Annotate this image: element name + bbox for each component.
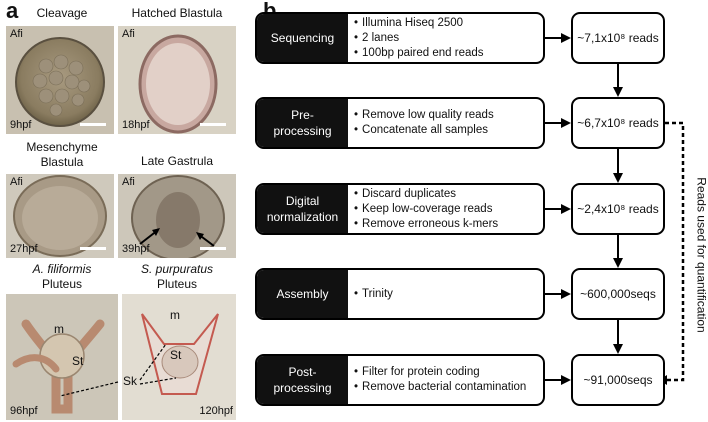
scale-bar-1 [80,123,106,126]
pluteus-species-spu: S. purpuratus [140,262,214,276]
time-tag-2: 18hpf [122,119,150,131]
image-label-mesenchyme-blastula: Mesenchyme Blastula [26,140,98,169]
step-label-postprocessing: Post- processing [257,356,348,404]
image-label-hatched-blastula: Hatched Blastula [131,6,223,20]
bullet-item: Remove low quality reads [354,108,494,123]
step-bullets-preprocessing: Remove low quality reads Concatenate all… [348,99,494,147]
reads-box-assembly: ~600,000seqs [571,268,665,320]
step-postprocessing: Post- processing Filter for protein codi… [255,354,545,406]
species-tag-4: Afi [122,176,135,188]
time-tag-5: 96hpf [10,405,38,417]
bullet-item: Trinity [354,287,393,302]
scale-bar-3 [80,247,106,250]
step-bullets-digital-normalization: Discard duplicates Keep low-coverage rea… [348,185,498,233]
step-bullets-sequencing: Illumina Hiseq 2500 2 lanes 100bp paired… [348,14,484,62]
step-label-digital-normalization: Digital normalization [257,185,348,233]
step-bullets-assembly: Trinity [348,270,393,318]
step-label-sequencing: Sequencing [257,14,348,62]
bullet-item: Illumina Hiseq 2500 [354,16,484,31]
step-sequencing: Sequencing Illumina Hiseq 2500 2 lanes 1… [255,12,545,64]
pluteus-stage-spu: Pluteus [156,277,198,291]
micrograph-late-gastrula: Afi 39hpf [118,174,236,258]
pluteus-species-afi: A. filiformis [32,262,92,276]
time-tag-4: 39hpf [122,243,150,255]
image-label-cleavage: Cleavage [36,6,88,20]
micrograph-cleavage: Afi 9hpf [6,26,114,134]
quantification-label: Reads used for quantification [692,120,708,390]
structure-m-spu: m [170,308,180,322]
pipeline-flowchart: Sequencing Illumina Hiseq 2500 2 lanes 1… [255,0,708,422]
step-label-assembly: Assembly [257,270,348,318]
step-bullets-postprocessing: Filter for protein coding Remove bacteri… [348,356,526,404]
bullet-item: Keep low-coverage reads [354,202,498,217]
micrograph-hatched-blastula: Afi 18hpf [118,26,236,134]
species-tag-1: Afi [10,28,23,40]
pluteus-label-afi: A. filiformis Pluteus [6,262,118,292]
micrograph-pluteus-afi: m St 96hpf [6,294,118,420]
bullet-item: Concatenate all samples [354,123,494,138]
structure-m-afi: m [54,322,64,336]
scale-bar-4 [200,247,226,250]
structure-sk-label: Sk [122,374,139,388]
bullet-item: Filter for protein coding [354,365,526,380]
quantification-dashed-path [665,121,685,382]
time-tag-3: 27hpf [10,243,38,255]
time-tag-1: 9hpf [10,119,32,131]
quantification-label-text: Reads used for quantification [695,177,708,333]
step-digital-normalization: Digital normalization Discard duplicates… [255,183,545,235]
micrograph-mesenchyme-blastula: Afi 27hpf [6,174,114,258]
pluteus-stage-afi: Pluteus [41,277,83,291]
step-assembly: Assembly Trinity [255,268,545,320]
bullet-item: Discard duplicates [354,187,498,202]
bullet-item: Remove bacterial contamination [354,380,526,395]
structure-st-afi: St [72,354,84,368]
skeleton-pointer-lines [59,343,177,397]
reads-box-sequencing: ~7,1x10⁸ reads [571,12,665,64]
scale-bar-2 [200,123,226,126]
reads-box-preprocessing: ~6,7x10⁸ reads [571,97,665,149]
species-tag-3: Afi [10,176,23,188]
step-preprocessing: Pre- processing Remove low quality reads… [255,97,545,149]
bullet-item: Remove erroneous k-mers [354,217,498,232]
micrograph-pluteus-spu: m St 120hpf [122,294,236,420]
reads-box-postprocessing: ~91,000seqs [571,354,665,406]
time-tag-6: 120hpf [199,405,233,417]
pluteus-label-spu: S. purpuratus Pluteus [118,262,236,292]
panel-a-letter: a [6,0,19,23]
image-label-late-gastrula: Late Gastrula [140,154,214,168]
bullet-item: 100bp paired end reads [354,46,484,61]
structure-st-spu: St [170,348,182,362]
step-label-preprocessing: Pre- processing [257,99,348,147]
bullet-item: 2 lanes [354,31,484,46]
reads-box-digital-normalization: ~2,4x10⁸ reads [571,183,665,235]
species-tag-2: Afi [122,28,135,40]
